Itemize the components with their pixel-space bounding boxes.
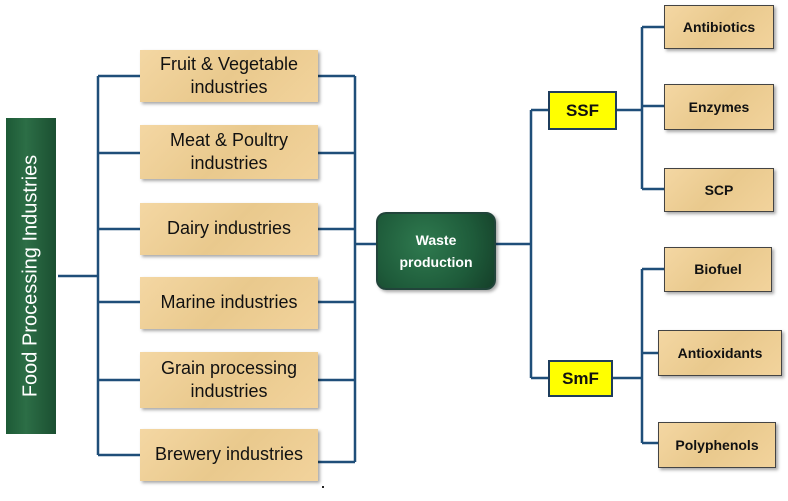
product-antioxidants: Antioxidants	[658, 330, 782, 376]
product-scp: SCP	[664, 168, 774, 212]
industry-dairy: Dairy industries	[140, 203, 318, 255]
industry-label: Brewery industries	[154, 444, 304, 465]
industry-meat-poultry: Meat & Poultry industries	[140, 125, 318, 179]
industry-label: Meat & Poultry industries	[169, 129, 289, 173]
industry-marine: Marine industries	[140, 277, 318, 329]
industry-label: Marine industries	[160, 292, 298, 313]
product-label: Enzymes	[688, 98, 750, 115]
food-processing-title: Food Processing Industries	[6, 118, 56, 434]
industry-fruit-vegetable: Fruit & Vegetable industries	[140, 50, 318, 102]
method-smf: SmF	[548, 360, 613, 397]
waste-production-node: Waste production	[376, 212, 496, 290]
product-polyphenols: Polyphenols	[658, 422, 776, 468]
product-label: Antioxidants	[677, 344, 763, 361]
title-label: Food Processing Industries	[19, 154, 42, 398]
stray-dot	[322, 486, 324, 488]
product-label: Biofuel	[694, 261, 742, 278]
product-enzymes: Enzymes	[664, 84, 774, 130]
product-label: Polyphenols	[675, 436, 759, 453]
method-label: SmF	[562, 368, 599, 388]
industry-label: Fruit & Vegetable industries	[159, 53, 299, 97]
industry-label: Dairy industries	[166, 218, 292, 239]
product-label: SCP	[704, 181, 734, 198]
product-biofuel: Biofuel	[664, 247, 772, 292]
method-ssf: SSF	[548, 91, 617, 130]
industry-grain-processing: Grain processing industries	[140, 352, 318, 408]
waste-production-label: Waste production	[399, 231, 473, 270]
product-antibiotics: Antibiotics	[664, 5, 774, 49]
industry-label: Grain processing industries	[160, 357, 298, 401]
product-label: Antibiotics	[682, 18, 756, 35]
method-label: SSF	[565, 100, 600, 120]
industry-brewery: Brewery industries	[140, 429, 318, 481]
